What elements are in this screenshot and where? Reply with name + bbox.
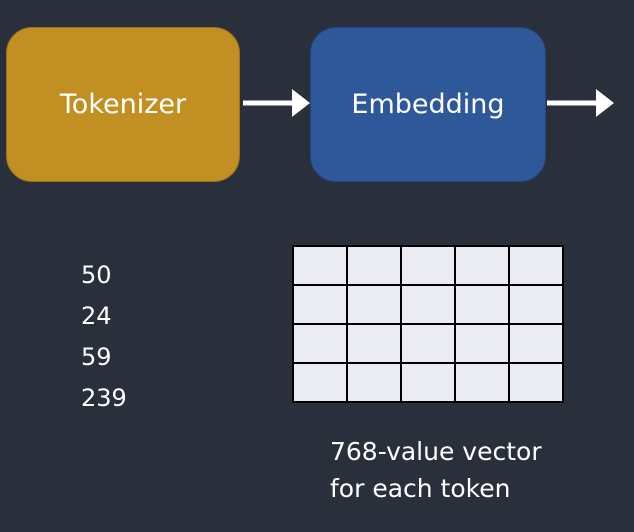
grid-cell — [402, 247, 454, 284]
grid-cell — [456, 247, 508, 284]
grid-cell — [294, 247, 346, 284]
grid-cell — [510, 247, 562, 284]
grid-cell — [294, 286, 346, 323]
token-id: 239 — [81, 384, 127, 412]
grid-cell — [348, 364, 400, 401]
caption-line-1: 768-value vector — [330, 437, 542, 466]
vector-caption: 768-value vector for each token — [330, 433, 630, 507]
tokenizer-label: Tokenizer — [59, 89, 187, 120]
token-id: 24 — [81, 302, 112, 330]
grid-cell — [402, 286, 454, 323]
arrow-embedding-out — [547, 89, 614, 117]
embedding-vector-grid — [292, 245, 564, 403]
grid-cell — [348, 286, 400, 323]
flow-arrows — [243, 89, 614, 117]
grid-cell — [294, 325, 346, 362]
grid-cell — [456, 286, 508, 323]
grid-cell — [402, 364, 454, 401]
tokenizer-box: Tokenizer — [6, 27, 240, 182]
grid-cell — [456, 364, 508, 401]
grid-cell — [402, 325, 454, 362]
grid-cell — [456, 325, 508, 362]
grid-cell — [294, 364, 346, 401]
embedding-box: Embedding — [310, 27, 546, 182]
grid-cell — [348, 325, 400, 362]
token-id: 50 — [81, 261, 112, 289]
grid-cell — [510, 325, 562, 362]
token-id: 59 — [81, 343, 112, 371]
grid-cell — [510, 364, 562, 401]
arrow-tokenizer-to-embedding — [243, 89, 310, 117]
grid-cell — [348, 247, 400, 284]
embedding-label: Embedding — [351, 89, 505, 120]
caption-line-2: for each token — [330, 474, 511, 503]
token-id-list: 50 24 59 239 — [81, 255, 127, 419]
grid-cell — [510, 286, 562, 323]
